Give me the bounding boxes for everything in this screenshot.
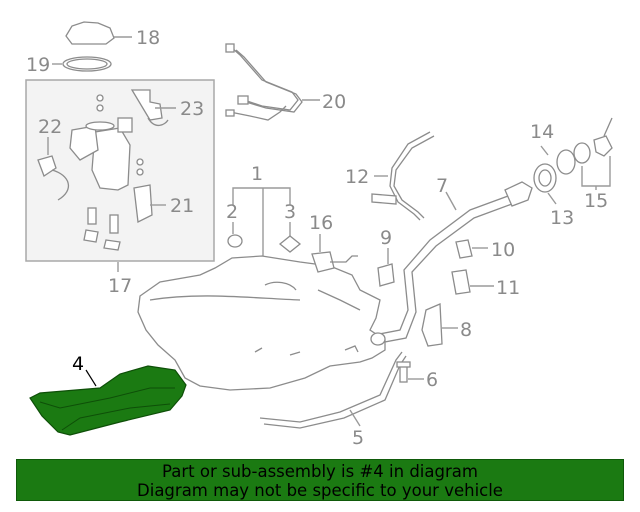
- cap-parts: [533, 117, 613, 193]
- callout-16: 16: [309, 212, 333, 234]
- callout-9: 9: [380, 227, 392, 249]
- callout-13: 13: [550, 207, 574, 229]
- callout-14: 14: [530, 121, 554, 143]
- callout-18: 18: [136, 27, 160, 49]
- callout-8: 8: [460, 319, 472, 341]
- filler-bracket: [421, 303, 443, 347]
- callout-4: 4: [72, 353, 84, 375]
- tank-band: [259, 351, 403, 423]
- callout-21: 21: [170, 195, 194, 217]
- parts-diagram: 17 22 23 21 18 19 20 1 2 3 4: [25, 21, 613, 449]
- fuel-lines: [225, 43, 303, 121]
- callout-1: 1: [251, 163, 263, 185]
- callout-6: 6: [426, 369, 438, 391]
- callout-17: 17: [108, 275, 132, 297]
- callout-22: 22: [38, 116, 62, 138]
- callout-3: 3: [284, 201, 296, 223]
- breather-hose: [371, 131, 435, 221]
- plate: [278, 235, 302, 253]
- callout-15: 15: [584, 190, 608, 212]
- callout-23: 23: [180, 98, 204, 120]
- callout-12: 12: [345, 166, 369, 188]
- tank-protector-highlighted: [29, 365, 187, 436]
- filler-pipe: [370, 181, 533, 346]
- callout-5: 5: [352, 427, 364, 449]
- banner-line-1: Part or sub-assembly is #4 in diagram: [162, 462, 478, 481]
- callout-7: 7: [436, 175, 448, 197]
- callout-11: 11: [496, 277, 520, 299]
- bolt: [396, 361, 411, 383]
- lock-ring: [65, 21, 115, 45]
- info-banner: Part or sub-assembly is #4 in diagram Di…: [16, 459, 624, 501]
- fuel-tank: [137, 255, 386, 391]
- callout-20: 20: [322, 91, 346, 113]
- grommet: [227, 234, 243, 248]
- clip-9: [377, 263, 395, 287]
- bracket-11: [451, 269, 471, 295]
- sensor-16: [311, 251, 358, 273]
- bracket-10: [455, 239, 473, 259]
- callout-19: 19: [26, 54, 50, 76]
- banner-line-2: Diagram may not be specific to your vehi…: [137, 481, 503, 500]
- callout-2: 2: [226, 201, 238, 223]
- fuel-pump-module-parts: [37, 89, 169, 251]
- callout-10: 10: [491, 239, 515, 261]
